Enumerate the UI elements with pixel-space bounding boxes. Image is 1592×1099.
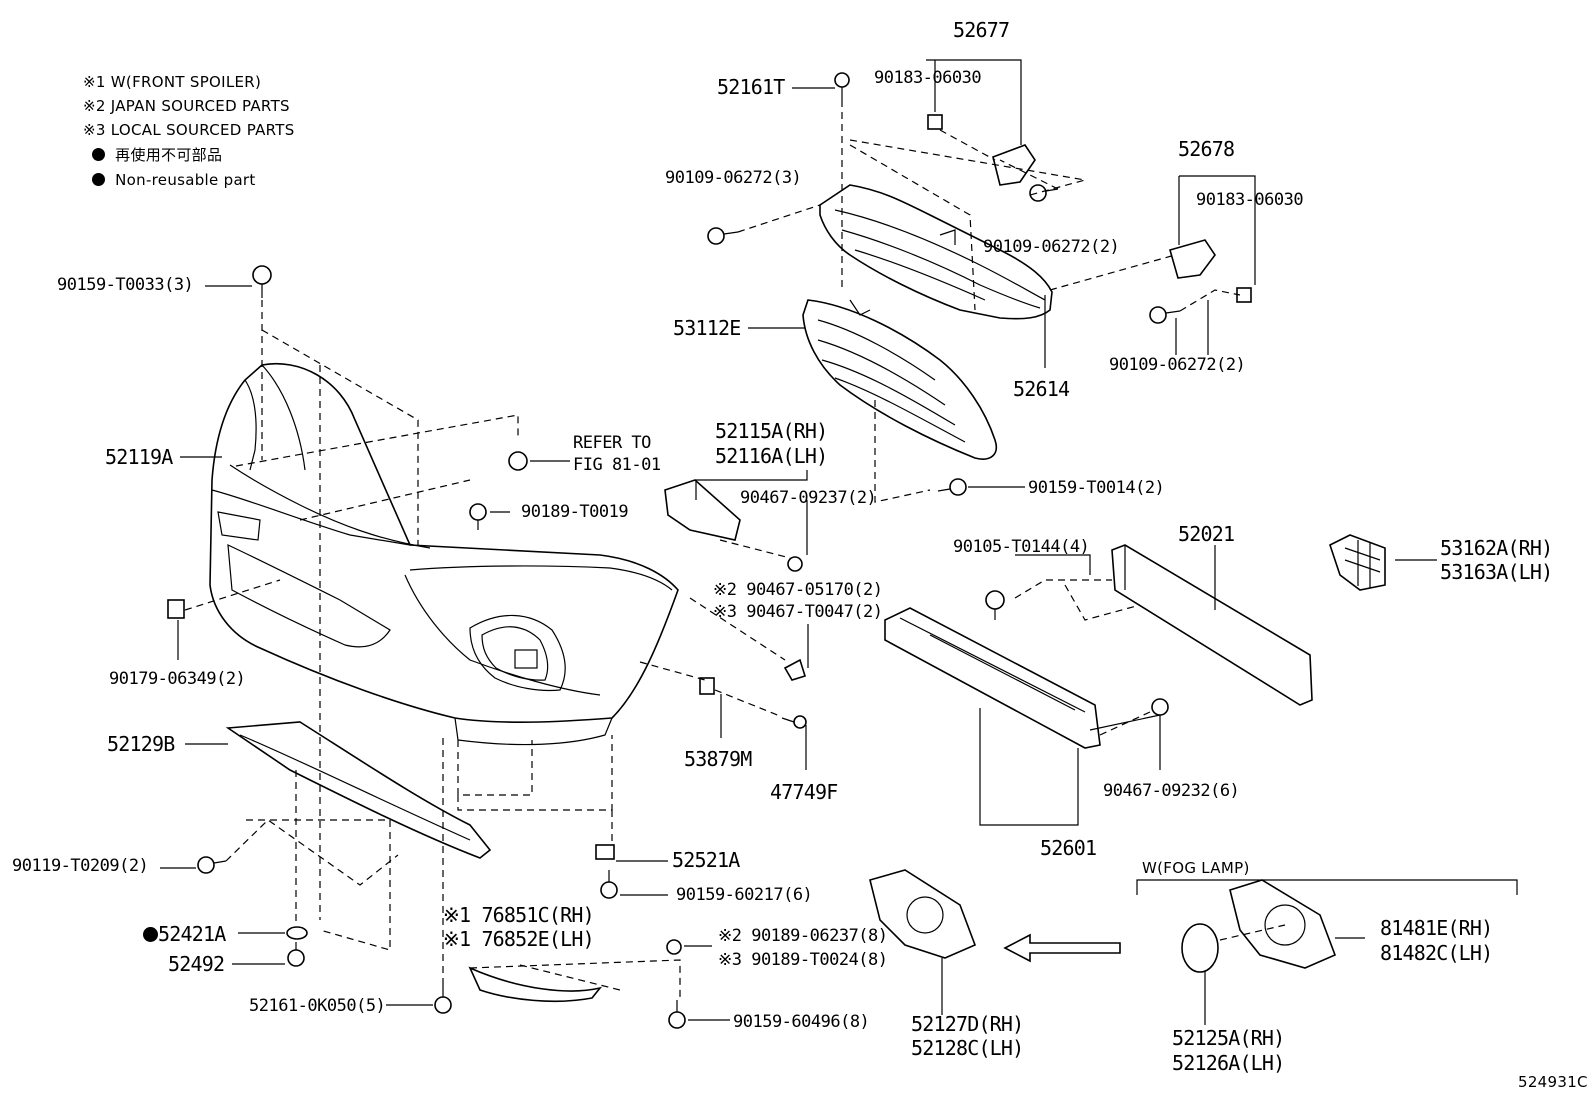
label-90189-T0024: ※3 90189-T0024(8): [718, 950, 888, 970]
label-52021: 52021: [1178, 522, 1235, 546]
label-52678: 52678: [1178, 137, 1235, 161]
label-76852E: ※1 76852E(LH): [443, 927, 595, 951]
absorber-52601-part: [884, 607, 1101, 749]
label-90467-09237: 90467-09237(2): [740, 488, 877, 508]
label-90183-06030-a: 90183-06030: [874, 68, 982, 88]
direction-arrow: [1003, 933, 1121, 963]
label-90467-T0047: ※3 90467-T0047(2): [713, 602, 883, 622]
label-47749F: 47749F: [770, 780, 838, 804]
label-90179-06349: 90179-06349(2): [109, 669, 246, 689]
label-90159-T0014: 90159-T0014(2): [1028, 478, 1165, 498]
upper-grille-part: [819, 184, 1053, 320]
lower-grille-part: [802, 299, 997, 460]
label-90105-T0144: 90105-T0144(4): [953, 537, 1090, 557]
label-90159-60496: 90159-60496(8): [733, 1012, 870, 1032]
fasteners: [167, 72, 1181, 1029]
label-76851C: ※1 76851C(RH): [443, 903, 595, 927]
label-90159-60217: 90159-60217(6): [676, 885, 813, 905]
undercover-52129B-part: [225, 721, 492, 859]
label-90189-T0019: 90189-T0019: [521, 502, 629, 522]
label-90467-09232: 90467-09232(6): [1103, 781, 1240, 801]
label-52421A-text: 52421A: [158, 922, 226, 946]
label-52127D: 52127D(RH): [911, 1012, 1024, 1036]
label-52128C: 52128C(LH): [911, 1036, 1024, 1060]
non-reusable-dot-icon: [92, 173, 105, 186]
label-52601: 52601: [1040, 836, 1097, 860]
label-52421A: 52421A: [143, 922, 226, 946]
legend-non-reusable-en: Non-reusable part: [92, 171, 256, 189]
label-53163A: 53163A(LH): [1440, 560, 1553, 584]
label-52116A: 52116A(LH): [715, 444, 828, 468]
bracket-52678-part: [1169, 239, 1216, 279]
label-90109-06272-3: 90109-06272(3): [665, 168, 802, 188]
label-52126A: 52126A(LH): [1172, 1051, 1285, 1075]
bracket-52677-part: [992, 144, 1036, 186]
label-90467-05170: ※2 90467-05170(2): [713, 580, 883, 600]
non-reusable-dot-icon: [143, 927, 158, 942]
label-81481E: 81481E(RH): [1380, 916, 1493, 940]
label-90189-06237: ※2 90189-06237(8): [718, 926, 888, 946]
legend-non-reusable-jp: 再使用不可部品: [92, 146, 222, 164]
label-52119A: 52119A: [105, 445, 173, 469]
fog-cover-52127D-part: [869, 869, 977, 959]
label-52161T: 52161T: [717, 75, 785, 99]
label-fog-lamp: W(FOG LAMP): [1142, 859, 1250, 877]
reinforcement-52021-part: [1111, 544, 1313, 706]
label-52129B: 52129B: [107, 732, 175, 756]
bumper-cover-part: [209, 363, 679, 746]
label-52492: 52492: [168, 952, 225, 976]
spoiler-76851C-part: [468, 966, 603, 1003]
label-53112E: 53112E: [673, 316, 741, 340]
label-81482C: 81482C(LH): [1380, 941, 1493, 965]
nut-90183-a-part: [927, 114, 943, 130]
label-52161-0K050: 52161-0K050(5): [249, 996, 386, 1016]
label-52521A: 52521A: [672, 848, 740, 872]
legend-non-reusable-jp-text: 再使用不可部品: [115, 146, 223, 164]
label-fig: FIG 81-01: [573, 455, 661, 475]
leader-lines: [160, 59, 1437, 1025]
label-90183-06030-b: 90183-06030: [1196, 190, 1304, 210]
label-53879M: 53879M: [684, 747, 752, 771]
non-reusable-dot-icon: [92, 148, 105, 161]
label-52115A: 52115A(RH): [715, 419, 828, 443]
label-52614: 52614: [1013, 377, 1070, 401]
fog-lamp-52125A-part: [1181, 923, 1219, 973]
label-53162A: 53162A(RH): [1440, 536, 1553, 560]
label-52677: 52677: [953, 18, 1010, 42]
legend-non-reusable-en-text: Non-reusable part: [115, 171, 256, 189]
reference-code: 524931C: [1518, 1073, 1588, 1091]
label-90109-06272-2b: 90109-06272(2): [1109, 355, 1246, 375]
retainer-52115A-part: [664, 479, 741, 541]
label-refer-to: REFER TO: [573, 433, 651, 453]
fog-bezel-81481E-part: [1229, 879, 1337, 969]
label-90119-T0209: 90119-T0209(2): [12, 856, 149, 876]
assembly-lines: [184, 100, 1286, 1000]
legend-note-1: ※1 W(FRONT SPOILER): [83, 73, 262, 91]
label-90159-T0033: 90159-T0033(3): [57, 275, 194, 295]
legend-note-2: ※2 JAPAN SOURCED PARTS: [83, 97, 290, 115]
label-52125A: 52125A(RH): [1172, 1026, 1285, 1050]
legend-note-3: ※3 LOCAL SOURCED PARTS: [83, 121, 295, 139]
label-90109-06272-2a: 90109-06272(2): [983, 237, 1120, 257]
